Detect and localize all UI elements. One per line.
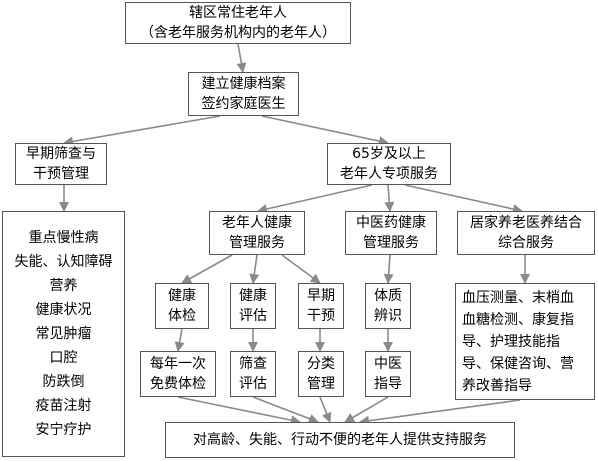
node-text-line: 健康状况 <box>35 302 92 318</box>
node-text-line: 建立健康档案 <box>201 76 286 92</box>
node-annual: 每年一次免费体检 <box>140 351 216 397</box>
node-text-line: 安宁疗护 <box>35 422 92 438</box>
connector-arrow <box>252 396 319 424</box>
node-text-line: 血糖检测、康复指 <box>462 311 574 328</box>
node-text-line: 干预 <box>307 308 335 324</box>
connector-arrow <box>383 254 394 284</box>
node-text-line: 管理服务 <box>229 235 285 251</box>
node-text-line: 评估 <box>239 376 267 392</box>
node-text-line: （含老年服务机构内的老年人） <box>140 25 336 41</box>
node-focus: 重点慢性病失能、认知障碍营养健康状况常见肿瘤口腔防跌倒疫苗注射安宁疗护 <box>2 211 125 457</box>
node-text-line: 老年人健康 <box>222 215 292 231</box>
node-text-line: 管理 <box>307 376 335 392</box>
node-text-line: 评估 <box>239 308 267 324</box>
node-text-line: 管理服务 <box>363 235 419 251</box>
node-text-line: 健康 <box>168 288 196 304</box>
connector-arrow <box>344 396 389 423</box>
node-text-line: 防跌倒 <box>42 374 85 390</box>
node-text-line: 中医药健康 <box>356 215 426 231</box>
node-constitution: 体质辨识 <box>365 283 411 329</box>
node-text-line: 辨识 <box>374 308 402 324</box>
connector-arrow <box>177 396 301 426</box>
node-text-line: 早期筛查与 <box>26 146 96 162</box>
node-special: 65岁及以上老年人专项服务 <box>327 143 451 185</box>
node-text-line: 常见肿瘤 <box>35 326 92 342</box>
node-text-line: 老年人专项服务 <box>340 166 438 182</box>
node-text-line: 血压测量、末梢血 <box>462 289 574 306</box>
connector-arrow <box>404 184 523 214</box>
connector-arrow <box>174 328 185 352</box>
node-text-line: 指导 <box>374 376 402 392</box>
node-text-line: 导、保健咨询、营 <box>462 355 574 372</box>
node-final: 对高龄、失能、行动不便的老年人提供支持服务 <box>165 422 515 458</box>
node-assess: 健康评估 <box>230 283 276 329</box>
node-home-desc: 血压测量、末梢血血糖检测、康复指导、护理技能指导、保健咨询、营养改善指导 <box>455 283 595 400</box>
connector-arrow <box>249 254 260 284</box>
node-classify: 分类管理 <box>298 351 344 397</box>
connector-arrow <box>281 254 321 284</box>
node-text-line: 居家养老医养结合 <box>470 215 582 231</box>
node-text-line: 对高龄、失能、行动不便的老年人提供支持服务 <box>193 432 487 448</box>
connector-arrow <box>261 115 389 147</box>
connector-arrow <box>257 184 373 214</box>
node-text-line: 体检 <box>168 308 196 324</box>
node-screen-eval: 筛查评估 <box>230 351 276 397</box>
connector-arrow <box>359 399 521 426</box>
node-early: 早期干预 <box>298 283 344 329</box>
node-text-line: 早期 <box>307 288 335 304</box>
node-exam: 健康体检 <box>155 283 209 329</box>
node-text-line: 每年一次 <box>150 356 206 372</box>
connector-arrow <box>384 184 395 212</box>
connector-arrow <box>181 254 233 284</box>
node-root: 辖区常住老年人 （含老年服务机构内的老年人） <box>125 2 351 44</box>
node-text-line: 营养 <box>49 278 78 294</box>
node-text-line: 干预管理 <box>33 166 89 182</box>
connector-arrow <box>319 396 332 423</box>
node-text-line: 失能、认知障碍 <box>14 254 113 270</box>
node-text-line: 签约家庭医生 <box>201 96 286 112</box>
node-text-line: 免费体检 <box>150 376 206 392</box>
node-text-line: 中医 <box>374 356 402 372</box>
node-text-line: 综合服务 <box>498 235 554 251</box>
node-text-line: 筛查 <box>239 356 267 372</box>
node-text-line: 65岁及以上 <box>352 146 426 162</box>
node-tcm: 中医药健康管理服务 <box>345 211 437 255</box>
connector-arrow <box>236 43 247 73</box>
node-home-care: 居家养老医养结合综合服务 <box>457 211 595 255</box>
node-text-line: 辖区常住老年人 <box>189 5 287 21</box>
node-text-line: 养改善指导 <box>462 377 532 394</box>
node-text-line: 重点慢性病 <box>28 230 99 246</box>
node-text-line: 疫苗注射 <box>35 398 92 414</box>
node-screening: 早期筛查与干预管理 <box>15 143 107 185</box>
node-text-line: 口腔 <box>49 350 78 366</box>
node-text-line: 体质 <box>374 288 402 304</box>
node-health-mgmt: 老年人健康管理服务 <box>209 211 305 255</box>
node-text-line: 分类 <box>307 356 335 372</box>
node-tcm-guide: 中医指导 <box>365 351 411 397</box>
node-archive: 建立健康档案签约家庭医生 <box>188 72 299 116</box>
node-text-line: 导、护理技能指 <box>462 333 560 350</box>
node-text-line: 健康 <box>239 288 267 304</box>
connector-arrow <box>63 115 221 147</box>
